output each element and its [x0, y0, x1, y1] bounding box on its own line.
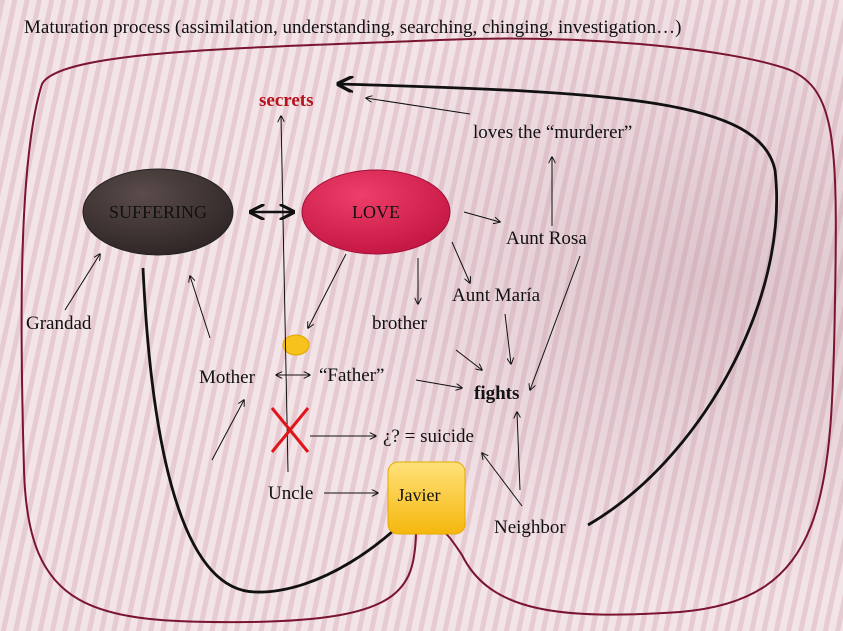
uncle-to-secrets-arrow: [281, 116, 289, 473]
suffering-to-javier-curve: [141, 267, 420, 594]
fights-label: fights: [474, 383, 520, 404]
javier-label: Javier: [397, 485, 441, 505]
love-label: LOVE: [352, 202, 400, 222]
maria-to-fights-arrow: [504, 313, 511, 364]
uncle-label: Uncle: [268, 483, 314, 504]
page-title: Maturation process (assimilation, unders…: [24, 17, 682, 38]
murderer-to-secrets-arrow: [366, 98, 471, 115]
neighbor-to-top-curve: [340, 84, 778, 527]
father-to-fights-arrow: [415, 379, 462, 388]
suffering-label: SUFFERING: [108, 202, 208, 222]
javier-box: [387, 461, 466, 535]
suffering-ellipse: [82, 168, 234, 256]
aunt-rosa-label: Aunt Rosa: [506, 228, 587, 249]
aunt-maria-label: Aunt María: [452, 285, 541, 306]
loves-murderer-label: loves the “murderer”: [473, 122, 633, 143]
neighbor-to-suicide-arrow: [482, 453, 523, 507]
brother-label: brother: [372, 313, 427, 334]
brother-to-fights-arrow: [455, 349, 482, 370]
red-cross-icon: [270, 407, 310, 453]
suicide-label: ¿? = suicide: [383, 426, 474, 447]
secrets-label: secrets: [259, 90, 314, 111]
grandad-to-suffering-arrow: [64, 254, 100, 311]
mother-label: Mother: [199, 367, 255, 388]
rosa-to-fights-arrow: [530, 255, 581, 390]
grandad-label: Grandad: [26, 313, 92, 334]
love-ellipse: [301, 169, 451, 255]
love-to-rosa-arrow: [463, 211, 500, 222]
love-to-blob-arrow: [308, 253, 347, 328]
father-label: “Father”: [319, 365, 385, 386]
neighbor-to-fights-arrow: [517, 412, 520, 491]
outer-loop-outline: [20, 37, 837, 624]
love-to-maria-arrow: [451, 241, 470, 283]
small-yellow-blob: [282, 334, 310, 356]
mother-to-suffering-arrow: [190, 276, 211, 339]
to-mother-arrow: [211, 400, 244, 461]
neighbor-label: Neighbor: [494, 517, 566, 538]
